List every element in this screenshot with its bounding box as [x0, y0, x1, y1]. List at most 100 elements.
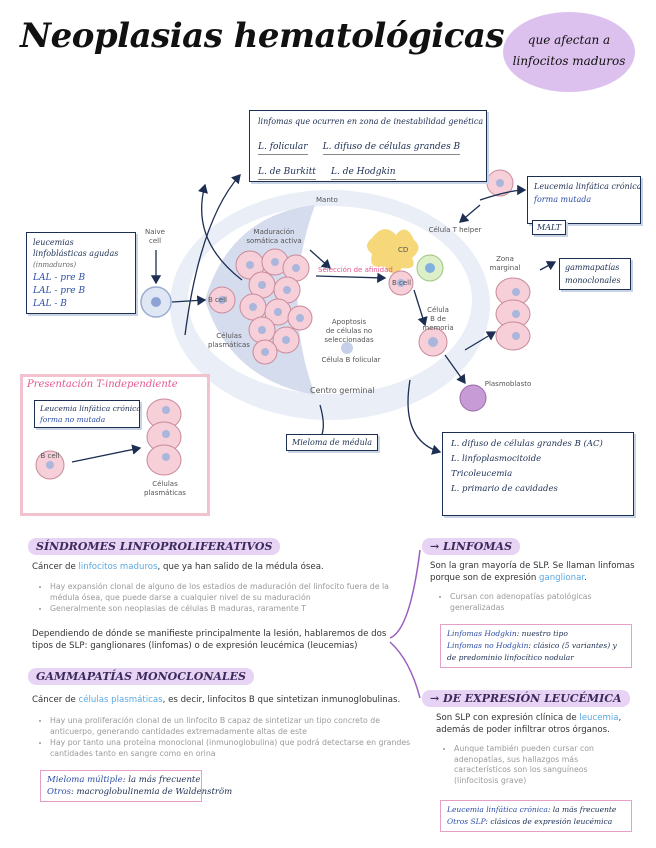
nh-item-2: Tricoleucemia	[451, 469, 513, 479]
subtitle-blob: que afectan a linfocitos maduros	[503, 12, 635, 92]
mieloma-box: Mieloma de médula	[286, 434, 379, 451]
linfomas-text-a: Son la gran mayoría de SLP. Se llaman li…	[430, 561, 635, 583]
leucemica-box-1b: : clásicos de expresión leucémica	[485, 817, 613, 826]
section-connectors	[389, 549, 421, 699]
label-manto: Manto	[316, 196, 338, 204]
label-bmem: B cell	[392, 279, 412, 287]
gamma-bullet-0: Hay una proliferación clonal de un linfo…	[50, 716, 415, 737]
lla-heading: leucemias linfoblásticas agudas	[33, 238, 119, 258]
leucemica-text-b: , además de poder infiltrar otros órgano…	[436, 713, 622, 735]
leucemica-box-1a: Otros SLP	[447, 817, 486, 826]
genetic-item-1: L. difuso de células grandes B	[322, 141, 461, 155]
t-indep-plasma-label: Células plasmáticas	[140, 480, 190, 498]
gamma-bullets: Hay una proliferación clonal de un linfo…	[36, 716, 415, 760]
maduracion-0: Maduración	[253, 228, 295, 236]
zona-0: Zona	[496, 255, 514, 263]
label-cd: CD	[398, 246, 409, 254]
dendritic-cell	[367, 229, 419, 274]
genetic-item-2: L. de Burkitt	[258, 166, 316, 180]
label-zona: Zona marginal	[485, 255, 525, 273]
llc-item-1: forma mutada	[534, 195, 592, 204]
linfoprol-header: SÍNDROMES LINFOPROLIFERATIVOS	[28, 538, 281, 555]
t-indep-box-1: forma no mutada	[40, 415, 106, 424]
t-indep-plasma-0: Células	[152, 480, 178, 488]
label-bcell: B cell	[208, 296, 228, 304]
plasmablast-cell	[459, 384, 487, 412]
gamma-box-1a: Otros	[47, 787, 71, 797]
linfomas-header: → LINFOMAS	[422, 538, 521, 555]
mem-b-0: Células	[216, 332, 242, 340]
gamma-bullet-1: Hay por tanto una proteína monoclonal (i…	[50, 738, 415, 759]
malt-box: MALT	[532, 220, 566, 235]
genetic-item-0: L. folicular	[258, 141, 308, 155]
lla-item-1: LAL - pre B	[33, 286, 86, 296]
leucemica-bullet-0: Aunque también pueden cursar con adenopa…	[454, 744, 629, 786]
t-independent-box	[20, 374, 210, 516]
leucemica-header: → DE EXPRESIÓN LEUCÉMICA	[422, 690, 630, 707]
linfoprol-intro-hl: linfocitos maduros	[78, 562, 158, 572]
linfoprol-bullets: Hay expansión clonal de alguno de los es…	[36, 582, 415, 616]
nh-item-0: L. difuso de células grandes B (AC)	[451, 439, 603, 449]
t-indep-plasma-stack	[146, 398, 182, 476]
linfoprol-intro-a: Cáncer de	[32, 562, 79, 572]
linfoprol-intro-b: , que ya han salido de la médula ósea.	[157, 562, 324, 572]
malt-label: MALT	[537, 223, 561, 232]
gamma-line-0: gammapatías	[565, 263, 620, 272]
leucemica-box-1: Otros SLP: clásicos de expresión leucémi…	[447, 816, 625, 828]
label-celula-ts: Célula T helper	[428, 226, 482, 234]
gamma-box-1b: : macroglobulinemia de Waldenström	[70, 787, 233, 797]
gamma-header: GAMMAPATÍAS MONOCLONALES	[28, 668, 254, 685]
subtitle-line-1: que afectan a	[527, 33, 611, 47]
diagram-arrows	[71, 174, 557, 463]
label-follicular: Célula B folicular	[321, 356, 381, 364]
gamma-box-0: Mieloma múltiple: la más frecuente	[47, 774, 200, 786]
nonhodgkin-box: L. difuso de células grandes B (AC) L. l…	[442, 432, 634, 516]
germinal-cells	[208, 248, 313, 365]
naive-1: cell	[148, 237, 162, 245]
blast-1: B de memoria	[422, 315, 454, 332]
linfoprol-bullet-0: Hay expansión clonal de alguno de los es…	[50, 582, 415, 603]
nh-item-1: L. linfoplasmocitoide	[451, 454, 542, 464]
linfoprol-para: Dependiendo de dónde se manifieste princ…	[32, 629, 387, 651]
gamma-line-1: monoclonales	[565, 276, 621, 285]
genetic-instability-box: linfomas que ocurren en zona de inestabi…	[249, 110, 487, 182]
linfomas-box-0b: : nuestro tipo	[516, 629, 568, 638]
gamma-box-0a: Mieloma múltiple	[47, 775, 123, 785]
genetic-box-heading: linfomas que ocurren en zona de inestabi…	[258, 117, 484, 126]
gamma-intro-hl: células plasmáticas	[78, 695, 163, 705]
t-indep-plasma-1: plasmáticas	[144, 489, 186, 497]
linfomas-box-1b: : clásico (5 variantes) y de predominio …	[447, 641, 617, 662]
linfomas-bullets: Cursan con adenopatías patológicas gener…	[436, 592, 630, 614]
llc-item-0: Leucemia linfática crónica	[534, 182, 642, 191]
label-centro: Centro germinal	[310, 386, 375, 395]
leucemica-text: Son SLP con expresión clínica de leucemi…	[436, 712, 636, 736]
page-title: Neoplasias hematológicas	[20, 16, 505, 56]
linfomas-box-0a: Linfomas Hodgkin	[447, 629, 517, 638]
genetic-item-3: L. de Hodgkin	[331, 166, 396, 180]
label-naive: Naive cell	[140, 228, 170, 246]
t-indep-bcell-label: B cell	[40, 452, 60, 460]
linfoprol-intro: Cáncer de linfocitos maduros, que ya han…	[32, 561, 412, 573]
leucemica-box: Leucemia linfática crónica: la más frecu…	[440, 800, 632, 832]
mieloma-label: Mieloma de médula	[292, 438, 373, 447]
gamma-intro-b: , es decir, linfocitos B que sintetizan …	[162, 695, 401, 705]
llc-unmutated-box: Leucemia linfática crónica forma no muta…	[34, 400, 141, 428]
gamma-box-1: Otros: macroglobulinemia de Waldenström	[47, 786, 232, 798]
gammapatias-box: gammapatías monoclonales	[559, 258, 631, 290]
zona-1: marginal	[489, 264, 521, 272]
apoptosis-0: Apoptosis	[331, 318, 367, 326]
apoptosis-2: seleccionadas	[324, 336, 374, 344]
label-apoptosis: Apoptosis de células no seleccionadas	[320, 318, 378, 345]
germinal-nuclei	[218, 258, 304, 356]
lla-item-0: LAL - pre B	[33, 273, 86, 283]
naive-0: Naive	[145, 228, 165, 236]
label-plasmab: Plasmoblasto	[484, 380, 532, 388]
lla-note: (inmaduros)	[33, 261, 77, 269]
maduracion-1: somática activa	[246, 237, 302, 245]
subtitle-line-2: linfocitos maduros	[512, 54, 626, 68]
gamma-box-0b: : la más frecuente	[122, 775, 201, 785]
gamma-intro-a: Cáncer de	[32, 695, 79, 705]
gamma-box: Mieloma múltiple: la más frecuente Otros…	[40, 770, 232, 802]
leucemica-text-a: Son SLP con expresión clínica de	[436, 713, 580, 723]
linfomas-box-0: Linfomas Hodgkin: nuestro tipo	[447, 628, 625, 640]
